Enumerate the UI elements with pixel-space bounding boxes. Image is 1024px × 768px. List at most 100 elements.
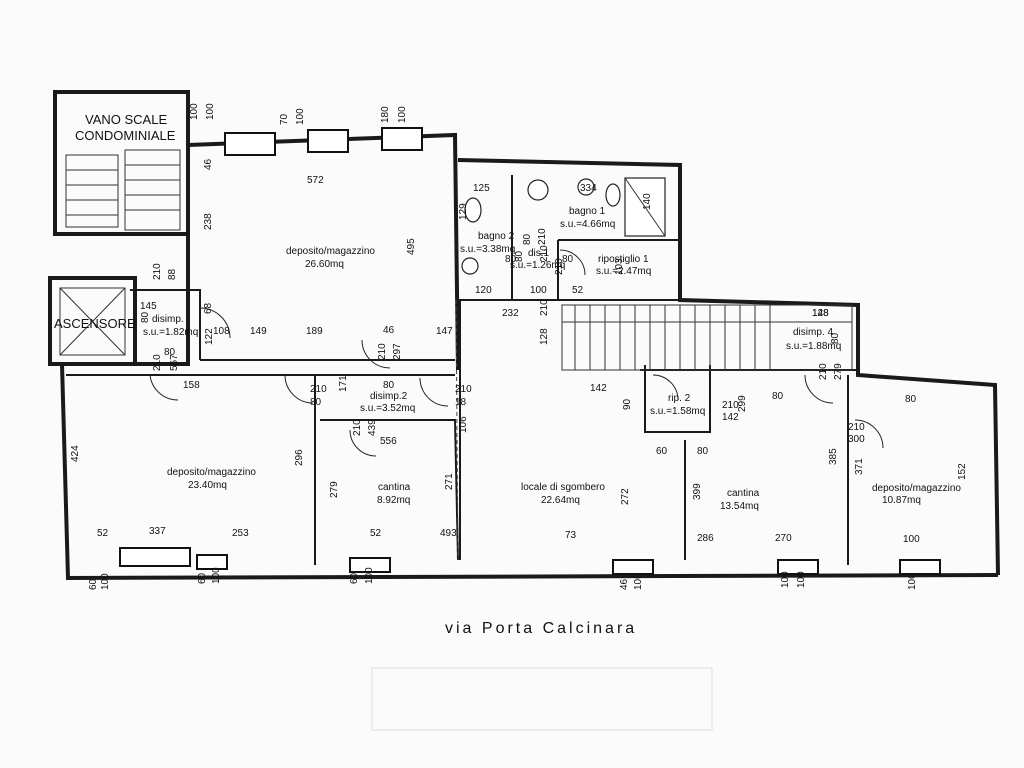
dimension-label: 60 (197, 572, 208, 584)
wall-disimp (130, 289, 201, 360)
dimension-label: 80 (522, 233, 533, 245)
dimension-label: 128 (812, 308, 829, 319)
dimension-label: 70 (279, 113, 290, 125)
dimension-label: 60 (88, 578, 99, 590)
dimension-label: 147 (436, 326, 453, 337)
dimension-label: 493 (440, 528, 457, 539)
window-bottom-3 (349, 557, 391, 573)
dimension-label: 60 (349, 572, 360, 584)
dimension-label: 279 (329, 481, 340, 498)
room-dep2-area: 23.40mq (188, 480, 227, 491)
dimension-label: 424 (70, 445, 81, 462)
dimension-label: 108 (213, 326, 230, 337)
dimension-label: 73 (565, 530, 577, 541)
dimension-label: 210 (152, 263, 163, 280)
dimension-label: 100 (295, 108, 306, 125)
dimension-label: 210 (848, 422, 865, 433)
dimension-label: 148 (812, 308, 829, 319)
dimension-label: 90 (622, 398, 633, 410)
dimension-label: 272 (620, 488, 631, 505)
dimension-label: 158 (183, 380, 200, 391)
dimension-label: 103 (614, 258, 625, 275)
stairwell-label-line1: VANO SCALE (85, 112, 167, 127)
dimension-label: 253 (232, 528, 249, 539)
dimension-label: 122 (204, 328, 215, 345)
dimension-label: 140 (642, 193, 653, 210)
dimension-label: 279 (833, 363, 844, 380)
elevator-label: ASCENSORE (54, 316, 136, 331)
street-label: via Porta Calcinara (445, 620, 637, 637)
dimension-label: 371 (854, 458, 865, 475)
stairwell-label-line2: CONDOMINIALE (75, 128, 176, 143)
room-rip1-name: ripostiglio 1 (598, 254, 649, 265)
dimension-label: 300 (848, 434, 865, 445)
dimension-label: 80 (514, 250, 525, 262)
dimension-label: 80 (697, 446, 709, 457)
dimension-label: 210 (722, 400, 739, 411)
outer-wall-bottom (60, 363, 999, 581)
dimension-label: 100 (364, 567, 375, 584)
dimension-label: 210 (818, 363, 829, 380)
dimension-label: 100 (633, 573, 644, 590)
room-cantina1-name: cantina (378, 482, 411, 493)
elevator-walls (48, 276, 137, 366)
dimension-label: 80 (310, 397, 322, 408)
dimension-label: 270 (775, 533, 792, 544)
room-rip2-name: rip. 2 (668, 393, 691, 404)
dimension-label: 52 (97, 528, 109, 539)
wall-rip2 (644, 365, 711, 433)
dimension-label: 210 (377, 343, 388, 360)
room-disimp2-area: s.u.=3.52mq (360, 403, 415, 414)
dimension-label: 80 (772, 391, 784, 402)
dimension-label: 142 (590, 383, 607, 394)
dimension-label: 334 (580, 183, 597, 194)
window-bottom-2 (196, 554, 228, 570)
window-top-2 (307, 129, 349, 153)
room-rip2-area: s.u.=1.58mq (650, 406, 705, 417)
window-bottom-5 (777, 559, 819, 575)
dimension-label: 271 (444, 473, 455, 490)
room-dis1-name: dis.1 (528, 248, 550, 259)
doors (149, 249, 884, 457)
dimension-label: 80 (140, 311, 151, 323)
dimension-label: 52 (370, 528, 382, 539)
dimension-label: 556 (380, 436, 397, 447)
window-bottom-4 (612, 559, 654, 575)
dimension-label: 80 (905, 394, 917, 405)
dimension-label: 46 (203, 158, 214, 170)
dimension-label: 296 (294, 449, 305, 466)
dimension-label: 80 (562, 254, 574, 265)
dimension-label: 46 (619, 578, 630, 590)
dimension-label: 68 (203, 302, 214, 314)
room-dep1-name: deposito/magazzino (286, 246, 375, 257)
dimension-label: 145 (140, 301, 157, 312)
room-bagno2-area: s.u.=3.38mq (460, 244, 515, 255)
dimension-label: 299 (737, 395, 748, 412)
dimension-label: 399 (692, 483, 703, 500)
room-dep3-name: deposito/magazzino (872, 483, 961, 494)
bath-fixtures (455, 177, 666, 561)
dimension-label: 210 (152, 354, 163, 371)
dimension-label: 180 (380, 106, 391, 123)
dimension-label: 100 (530, 285, 547, 296)
dimension-label: 100 (903, 534, 920, 545)
dimension-label: 80 (830, 332, 841, 344)
room-cantina2-area: 13.54mq (720, 501, 759, 512)
dimension-label: 171 (338, 375, 349, 392)
dimension-label: 238 (203, 213, 214, 230)
dimension-label: 125 (473, 183, 490, 194)
room-bagno2-name: bagno 2 (478, 231, 515, 242)
dimension-label: 210 (554, 258, 565, 275)
dimension-label: 210 (539, 299, 550, 316)
dimension-label: 100 (780, 571, 791, 588)
dimension-label: 149 (250, 326, 267, 337)
dimension-label: 100 (205, 103, 216, 120)
room-dis1-area: s.u.=1.26mq (510, 260, 565, 271)
dimension-label: 100 (796, 571, 807, 588)
dimension-label: 210 (455, 384, 472, 395)
dimension-label: 88 (167, 268, 178, 280)
room-sgombero-area: 22.64mq (541, 495, 580, 506)
window-top-3 (381, 127, 423, 151)
dimension-label: 152 (957, 463, 968, 480)
